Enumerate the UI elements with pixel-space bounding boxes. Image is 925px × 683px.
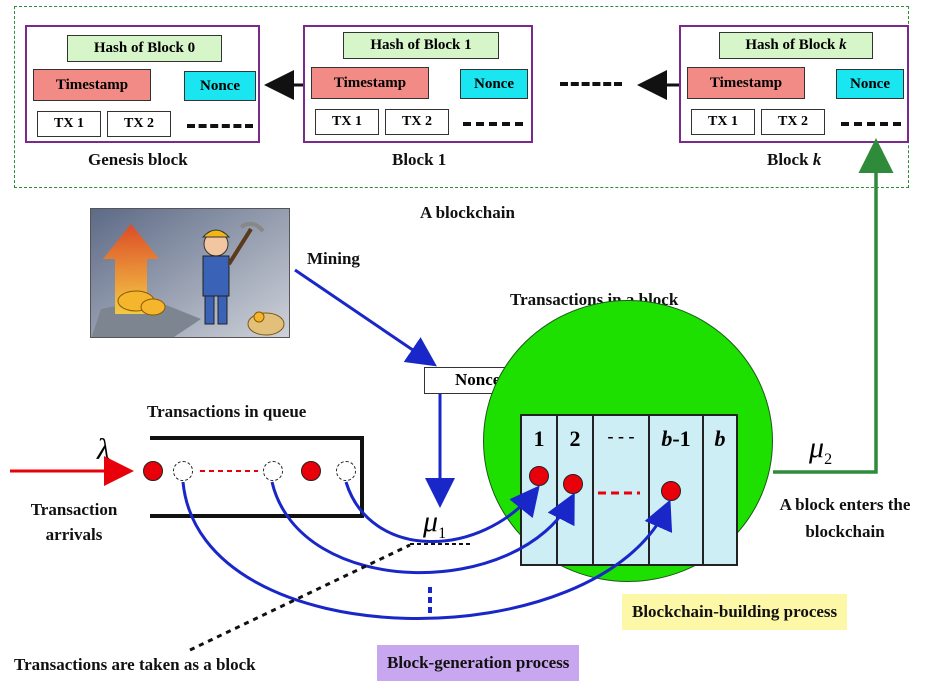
nonce-key: Nonce: <box>455 370 506 389</box>
queue-empty-slot-2 <box>263 461 283 481</box>
slot-ellipsis-label: - - - <box>607 426 635 446</box>
slot-1: 1 <box>522 416 558 564</box>
mu2-sub: 2 <box>824 451 833 468</box>
queue-transaction-2 <box>301 461 321 481</box>
queue-walls <box>150 436 364 518</box>
block1-hash: Hash of Block 1 <box>343 32 499 59</box>
slot-b-var: b <box>714 426 726 451</box>
blockk-hash-text: Hash of Block <box>745 37 840 53</box>
genesis-more-dots <box>187 124 253 128</box>
mu1-rate: μ1 <box>423 505 446 543</box>
genesis-timestamp: Timestamp <box>33 69 151 101</box>
transaction-arrivals-label: Transaction arrivals <box>30 500 118 544</box>
blockk-timestamp: Timestamp <box>687 67 805 99</box>
slot-2: 2 <box>558 416 594 564</box>
queue-title: Transactions in queue <box>147 402 307 421</box>
curve-tx-to-slot-b-minus-1 <box>181 481 673 620</box>
block1-nonce: Nonce <box>460 69 528 99</box>
queue-transaction-1 <box>143 461 163 481</box>
block-slots: 1 2 - - - b-1 b <box>520 414 738 566</box>
queue-empty-slot-3 <box>336 461 356 481</box>
slot-2-label: 2 <box>569 426 581 451</box>
slot-b: b <box>704 416 736 564</box>
blockk-hash-var: k <box>839 37 847 53</box>
blockk-hash: Hash of Block k <box>719 32 873 59</box>
block-1: Hash of Block 1 Timestamp Nonce TX 1 TX … <box>303 25 533 143</box>
block-enters-label: A block enters the blockchain <box>779 495 911 541</box>
slot-b-minus-1-suffix: -1 <box>672 426 691 451</box>
genesis-tx2: TX 2 <box>107 111 171 137</box>
genesis-tx1: TX 1 <box>37 111 101 137</box>
building-process-label: Blockchain-building process <box>622 594 848 630</box>
generation-process-label: Block-generation process <box>377 645 580 681</box>
transactions-taken-label: Transactions are taken as a block <box>14 655 256 674</box>
arrow-mining-to-nonce <box>294 268 437 367</box>
slot-b-minus-1-var: b <box>661 426 673 451</box>
slot-b-label: b <box>704 426 736 452</box>
slot-1-label: 1 <box>533 426 545 451</box>
slot-ellipsis: - - - <box>594 416 650 564</box>
genesis-hash: Hash of Block 0 <box>67 35 222 62</box>
blockchain-caption: A blockchain <box>420 203 515 222</box>
chain-continuation-dots <box>560 82 622 86</box>
mu2-rate: μ2 <box>809 431 832 469</box>
miner-image <box>91 209 289 337</box>
block1-tx2: TX 2 <box>385 109 449 135</box>
arrow-block-to-chain <box>773 138 894 474</box>
mu1-symbol: μ <box>423 505 439 538</box>
genesis-nonce: Nonce <box>184 71 256 101</box>
blockk-tx2: TX 2 <box>761 109 825 135</box>
block1-timestamp: Timestamp <box>311 67 429 99</box>
genesis-label: Genesis block <box>88 150 188 169</box>
blockk-label-var: k <box>812 150 822 169</box>
slot-b-minus-1-label: b-1 <box>650 426 702 452</box>
block-k: Hash of Block k Timestamp Nonce TX 1 TX … <box>679 25 909 143</box>
blockk-nonce: Nonce <box>836 69 904 99</box>
block1-tx1: TX 1 <box>315 109 379 135</box>
block1-more-dots <box>463 122 523 126</box>
blockk-label: Block k <box>767 150 821 170</box>
blockk-label-text: Block <box>767 150 813 169</box>
mu1-sub: 1 <box>438 525 447 542</box>
slot-b-minus-1: b-1 <box>650 416 704 564</box>
taken-pointer <box>189 543 411 652</box>
queue-empty-slot-1 <box>173 461 193 481</box>
miner-illustration <box>90 208 290 338</box>
blockk-tx1: TX 1 <box>691 109 755 135</box>
mu2-symbol: μ <box>809 431 825 464</box>
mining-label: Mining <box>307 249 360 268</box>
block1-label: Block 1 <box>392 150 447 169</box>
curve-tx-to-slot-2 <box>270 481 575 574</box>
genesis-block: Hash of Block 0 Timestamp Nonce TX 1 TX … <box>25 25 260 143</box>
blockk-more-dots <box>841 122 901 126</box>
curve-tx-to-slot-1 <box>344 481 540 543</box>
